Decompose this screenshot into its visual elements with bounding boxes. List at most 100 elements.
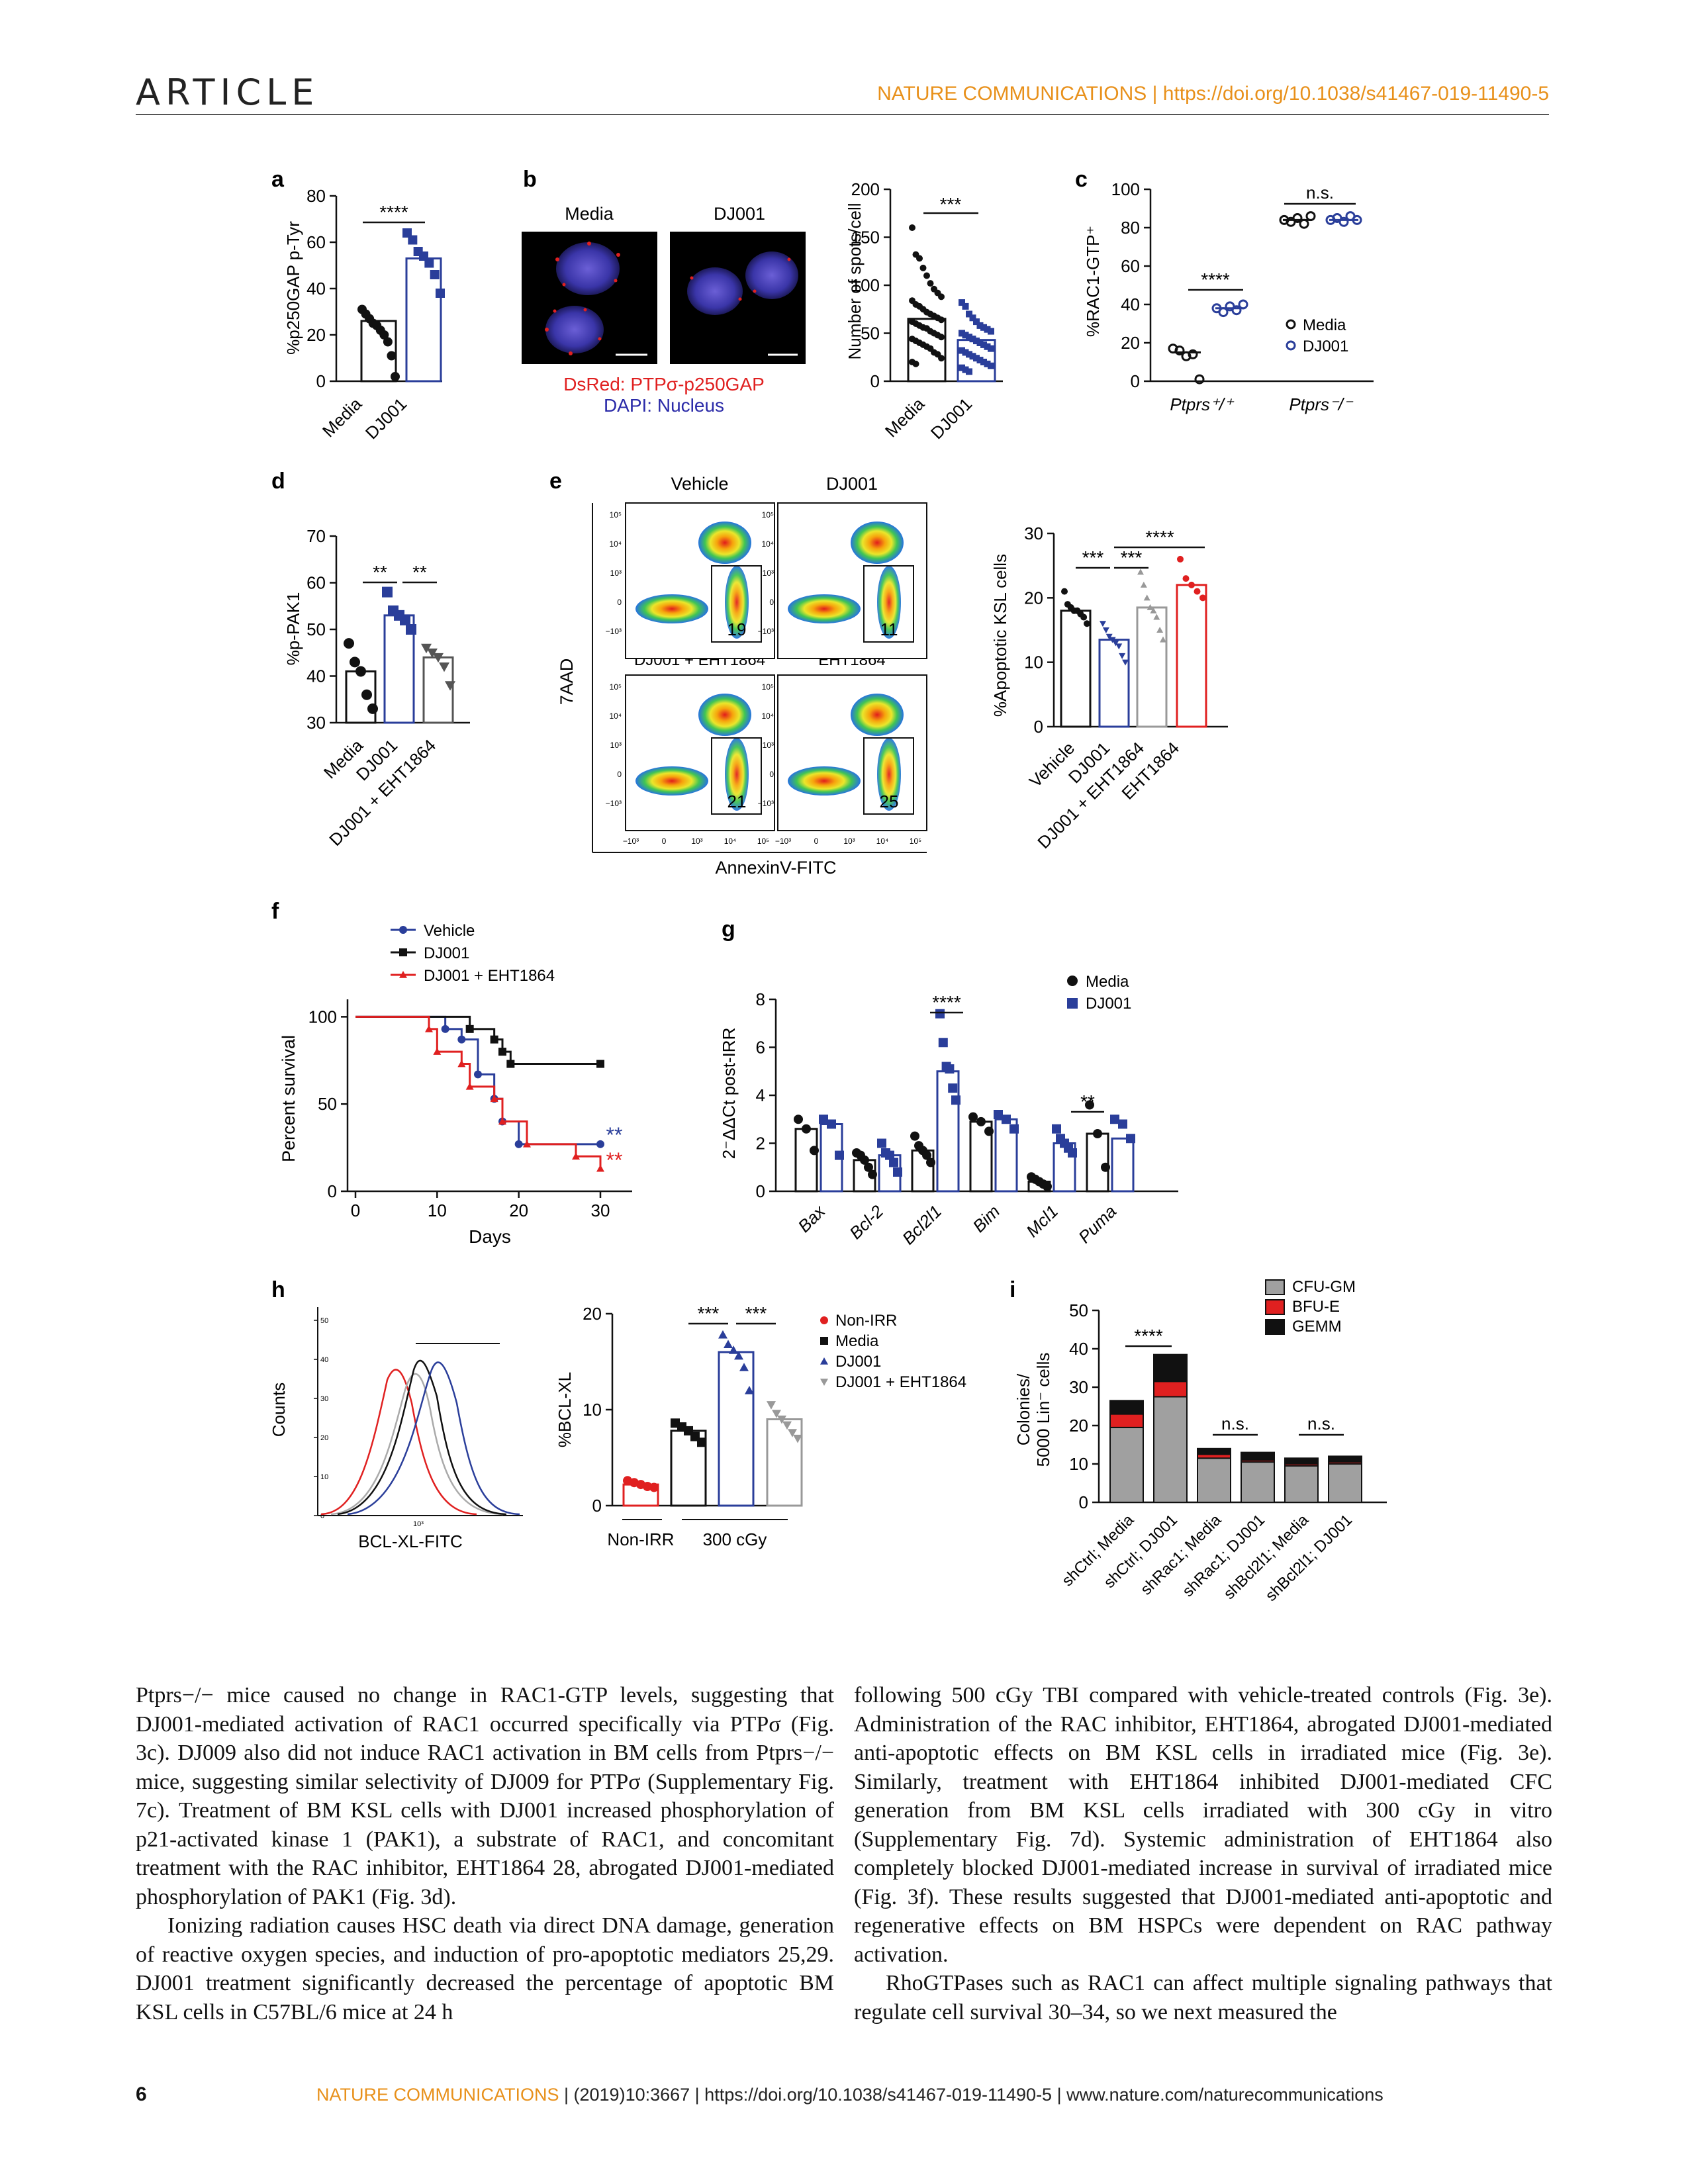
x-tick-label: Puma bbox=[1074, 1201, 1120, 1247]
panel-letter: e bbox=[549, 469, 562, 494]
data-point bbox=[1194, 588, 1201, 595]
data-point bbox=[1188, 349, 1198, 359]
y-tick-label: 200 bbox=[851, 179, 880, 199]
data-point bbox=[938, 293, 945, 300]
data-point bbox=[572, 1152, 580, 1160]
survival-line bbox=[355, 1015, 600, 1066]
data-point bbox=[976, 340, 984, 346]
y-tick-label: 20 bbox=[320, 1434, 328, 1442]
data-point bbox=[506, 1060, 515, 1068]
data-point bbox=[361, 689, 372, 700]
flow-y-tick: −10³ bbox=[606, 627, 622, 636]
panel-e: e Vehicle DJ001 DJ001 + EHT1864 EHT1864 … bbox=[549, 469, 1228, 878]
data-point bbox=[1188, 581, 1195, 588]
flow-x-tick: −10³ bbox=[623, 837, 639, 846]
flow-gate bbox=[863, 737, 914, 815]
legend-label: DJ001 bbox=[835, 1353, 881, 1371]
y-axis-label: %RAC1-GTP⁺ bbox=[1083, 226, 1103, 337]
flow-y-tick: 10³ bbox=[610, 741, 622, 750]
data-point bbox=[962, 349, 969, 356]
data-point bbox=[1305, 211, 1316, 222]
x-tick-label: DJ001 bbox=[361, 394, 410, 443]
data-point bbox=[820, 1316, 828, 1324]
x-tick-label: 20 bbox=[509, 1201, 528, 1220]
data-point bbox=[1052, 1124, 1061, 1134]
stacked-bar-segment bbox=[1284, 1465, 1319, 1503]
data-point bbox=[718, 1330, 727, 1339]
y-tick-label: 40 bbox=[1121, 295, 1140, 314]
data-point bbox=[912, 360, 919, 367]
y-tick-label: 2 bbox=[756, 1134, 765, 1154]
legend-swatch bbox=[1265, 1319, 1285, 1335]
flow-plot-frame bbox=[777, 502, 927, 659]
y-tick-label: 50 bbox=[320, 1317, 328, 1325]
y-tick-label: 100 bbox=[1111, 179, 1140, 199]
flow-population bbox=[788, 594, 861, 623]
data-point bbox=[966, 368, 972, 375]
footer-citation[interactable]: | (2019)10:3667 | https://doi.org/10.103… bbox=[559, 2085, 1383, 2105]
data-point bbox=[523, 1140, 531, 1148]
data-point bbox=[387, 351, 397, 361]
flow-y-tick: 0 bbox=[769, 598, 774, 607]
x-tick-label: 0 bbox=[351, 1201, 360, 1220]
stacked-bar-segment bbox=[1153, 1353, 1188, 1383]
data-point bbox=[951, 1095, 961, 1105]
y-tick-label: 0 bbox=[1131, 371, 1140, 391]
x-group-label: Non-IRR bbox=[607, 1529, 674, 1549]
flow-population bbox=[698, 522, 751, 564]
data-point bbox=[457, 1035, 466, 1044]
data-point bbox=[745, 1386, 754, 1394]
panel-i: i Colonies/ 5000 Lin⁻ cells 01020304050 … bbox=[1009, 1277, 1387, 1605]
y-tick-label: 50 bbox=[1069, 1300, 1088, 1320]
data-point bbox=[864, 1162, 873, 1172]
y-tick-label: 60 bbox=[1121, 256, 1140, 276]
data-point bbox=[1080, 614, 1088, 621]
data-point bbox=[973, 318, 980, 326]
data-point bbox=[772, 1410, 781, 1418]
significance-marker: **** bbox=[379, 202, 408, 222]
flow-population bbox=[877, 566, 901, 639]
footer-brand: NATURE COMMUNICATIONS bbox=[316, 2085, 559, 2105]
flow-x-tick: 0 bbox=[662, 837, 667, 846]
y-axis-label: 5000 Lin⁻ cells bbox=[1033, 1353, 1053, 1467]
stacked-bar-segment bbox=[1241, 1451, 1275, 1461]
significance-marker: ** bbox=[1080, 1091, 1095, 1112]
y-tick-label: 30 bbox=[1069, 1377, 1088, 1397]
flow-gate bbox=[863, 565, 914, 643]
data-point bbox=[1118, 1119, 1127, 1129]
data-point bbox=[1231, 305, 1242, 316]
data-point bbox=[923, 272, 930, 279]
data-point bbox=[962, 332, 969, 339]
data-point bbox=[425, 1024, 433, 1032]
panel-letter: g bbox=[722, 917, 735, 942]
flow-population bbox=[851, 522, 904, 564]
legend-label: DJ001 + EHT1864 bbox=[424, 967, 555, 985]
panel-letter: b bbox=[523, 167, 537, 192]
x-tick-label: 30 bbox=[591, 1201, 610, 1220]
legend-label: BFU-E bbox=[1292, 1298, 1340, 1316]
legend-swatch bbox=[1265, 1279, 1285, 1295]
stacked-bar-segment bbox=[1284, 1457, 1319, 1465]
flow-x-tick: 10³ bbox=[691, 837, 702, 846]
data-point bbox=[350, 657, 360, 668]
stacked-bar-segment bbox=[1109, 1400, 1144, 1415]
data-point bbox=[596, 1164, 604, 1172]
significance-marker: *** bbox=[698, 1303, 720, 1324]
data-point bbox=[922, 1150, 931, 1160]
journal-header[interactable]: NATURE COMMUNICATIONS | https://doi.org/… bbox=[877, 83, 1549, 105]
data-point bbox=[820, 1337, 828, 1345]
data-point bbox=[969, 353, 976, 360]
data-point bbox=[1174, 345, 1185, 356]
legend-label: DJ001 bbox=[424, 944, 469, 962]
y-tick-label: 30 bbox=[1024, 523, 1043, 543]
data-point bbox=[959, 330, 965, 337]
legend-label: Media bbox=[835, 1332, 879, 1350]
y-axis-label: Colonies/ bbox=[1013, 1373, 1033, 1445]
data-point bbox=[909, 224, 915, 231]
data-point bbox=[433, 653, 444, 663]
body-paragraph: Ionizing radiation causes HSC death via … bbox=[136, 1913, 834, 2025]
y-tick-label: 0 bbox=[756, 1181, 765, 1201]
bar bbox=[1176, 584, 1207, 728]
data-point bbox=[1085, 1100, 1094, 1110]
